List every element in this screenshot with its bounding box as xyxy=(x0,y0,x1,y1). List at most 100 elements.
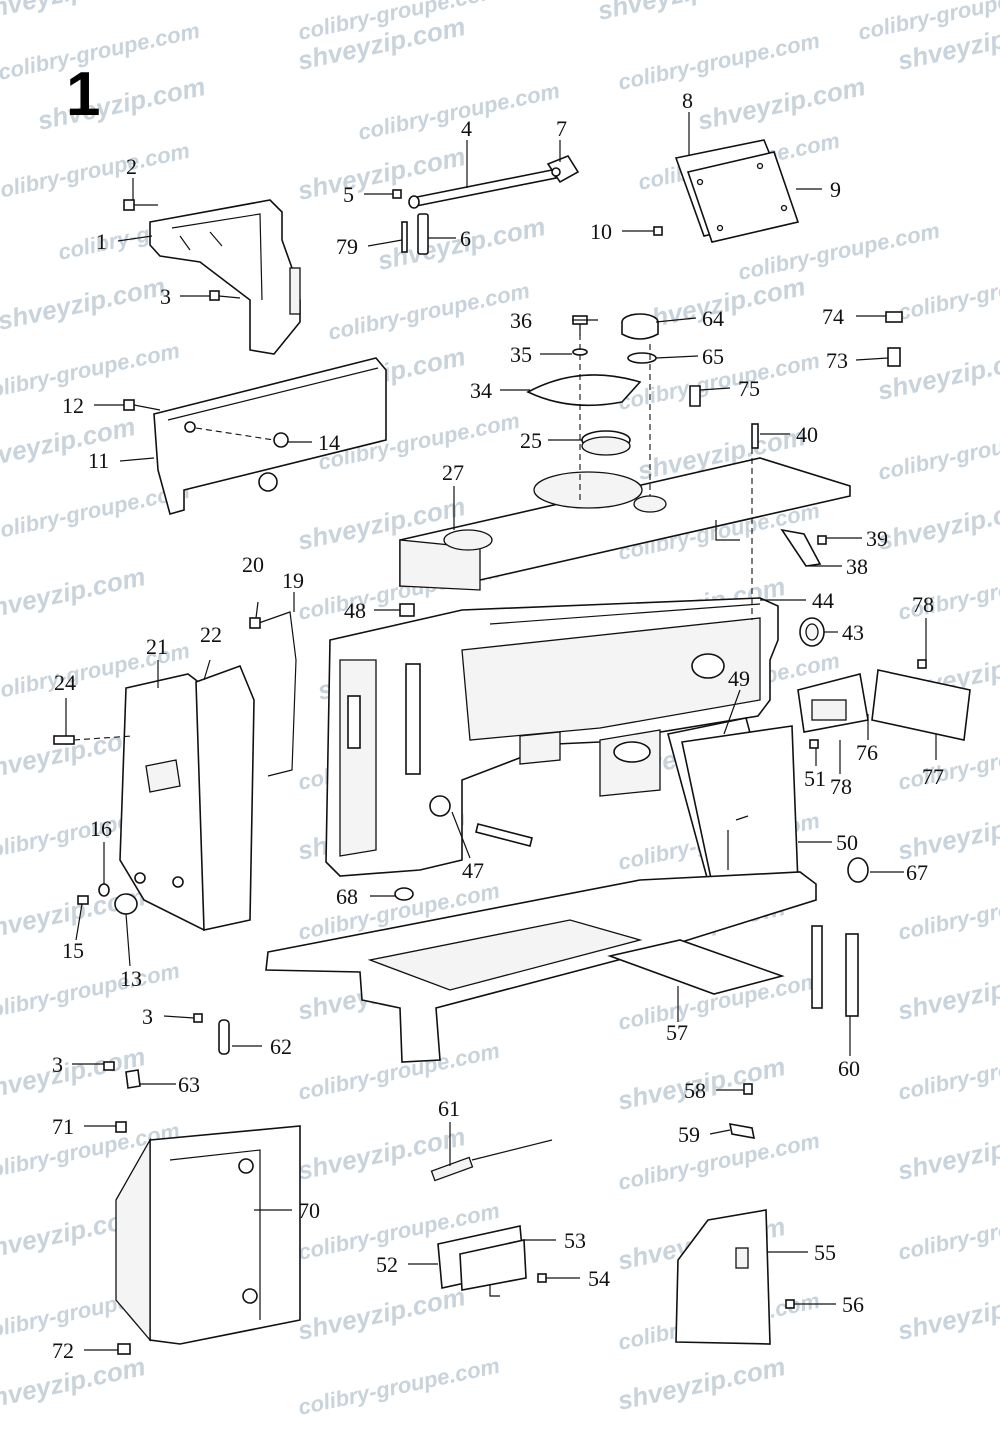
figure-number: 1 xyxy=(66,60,100,129)
callout-1: 1 xyxy=(96,229,107,254)
callout-73: 73 xyxy=(826,348,848,373)
part-68-plug xyxy=(394,887,414,901)
part-56-screw xyxy=(785,1299,795,1309)
part-3-screw xyxy=(209,290,241,301)
callout-49: 49 xyxy=(728,666,750,691)
callout-59: 59 xyxy=(678,1122,700,1147)
callout-54: 54 xyxy=(588,1266,610,1291)
watermark-text: colibry-groupe.com xyxy=(0,18,202,85)
part-73-bushing xyxy=(887,347,901,367)
callout-3: 3 xyxy=(160,284,171,309)
watermark-text: colibry-groupe.com xyxy=(356,78,562,145)
callout-3b: 3 xyxy=(142,1004,153,1029)
callout-27: 27 xyxy=(442,460,464,485)
callout-7: 7 xyxy=(556,116,567,141)
callout-56: 56 xyxy=(842,1292,864,1317)
part-79-pin xyxy=(401,221,408,253)
watermark-text: shveyzip.com xyxy=(0,561,148,626)
callout-74: 74 xyxy=(822,304,844,329)
watermark-text: shveyzip.com xyxy=(895,801,1000,866)
part-58-screw xyxy=(743,1083,753,1095)
watermark-text: colibry-groupe.com xyxy=(296,1038,502,1105)
callout-34: 34 xyxy=(470,378,492,403)
part-43-bushing xyxy=(799,617,825,647)
watermark-text: colibry-groupe.com xyxy=(896,1198,1000,1265)
watermark-text: colibry-groupe.com xyxy=(896,1038,1000,1105)
part-4-shaft xyxy=(408,169,558,209)
part-20-screw xyxy=(249,617,261,629)
callout-75: 75 xyxy=(738,376,760,401)
leader-lines xyxy=(65,112,937,1351)
callout-78b: 78 xyxy=(830,774,852,799)
callout-62: 62 xyxy=(270,1034,292,1059)
callout-11: 11 xyxy=(88,448,109,473)
callout-51: 51 xyxy=(804,766,826,791)
callout-65: 65 xyxy=(702,344,724,369)
watermark-text: colibry-groupe.com xyxy=(896,258,1000,325)
callout-labels: 1 2 3 4 5 6 7 8 9 10 11 12 13 14 15 16 1… xyxy=(52,88,944,1363)
part-14-bushing xyxy=(195,427,289,448)
part-47-shaft xyxy=(475,823,533,847)
part-11-side-cover xyxy=(153,357,387,515)
part-70-bottom-cover xyxy=(115,1125,301,1345)
part-25-bushing xyxy=(581,430,631,456)
part-1-bracket xyxy=(149,199,301,355)
part-12-screw xyxy=(123,399,161,411)
part-57-plate xyxy=(607,939,785,995)
part-39-screw xyxy=(817,535,827,545)
callout-55: 55 xyxy=(814,1240,836,1265)
watermark-text: colibry-groupe.com xyxy=(0,958,182,1025)
part-75-clip xyxy=(689,385,701,407)
part-74-screw xyxy=(885,311,903,323)
part-6-pin xyxy=(417,213,429,255)
callout-64: 64 xyxy=(702,306,724,331)
callout-71: 71 xyxy=(52,1114,74,1139)
part-44-main-body xyxy=(325,597,779,877)
part-59-spring xyxy=(728,1123,756,1139)
watermark-text: colibry-groupe.com xyxy=(616,28,822,95)
part-15-screw xyxy=(77,895,89,905)
part-77-plate xyxy=(871,669,971,741)
watermark-text: shveyzip.com xyxy=(595,0,768,26)
watermark-text: shveyzip.com xyxy=(35,71,208,136)
callout-9: 9 xyxy=(830,177,841,202)
part-71-screw xyxy=(115,1121,127,1133)
callout-25: 25 xyxy=(520,428,542,453)
part-16-washer xyxy=(98,883,110,897)
callout-12: 12 xyxy=(62,393,84,418)
part-13-plug xyxy=(114,893,138,915)
callout-76: 76 xyxy=(856,740,878,765)
part-base xyxy=(265,871,817,1063)
callout-3c: 3 xyxy=(52,1052,63,1077)
callout-61: 61 xyxy=(438,1096,460,1121)
callout-58: 58 xyxy=(684,1078,706,1103)
callout-5: 5 xyxy=(343,182,354,207)
callout-21: 21 xyxy=(146,634,168,659)
part-27-top-cover xyxy=(399,457,851,591)
part-55-cover xyxy=(675,1209,771,1345)
callout-44: 44 xyxy=(812,588,834,613)
callout-40: 40 xyxy=(796,422,818,447)
watermark-text: shveyzip.com xyxy=(895,1121,1000,1186)
callout-14: 14 xyxy=(318,430,340,455)
part-9-cover-plate xyxy=(686,151,800,243)
callout-79: 79 xyxy=(336,234,358,259)
watermark-text: shveyzip.com xyxy=(895,961,1000,1026)
callout-72: 72 xyxy=(52,1338,74,1363)
part-10-screw xyxy=(653,226,663,236)
watermark-text: colibry-groupe.com xyxy=(896,878,1000,945)
callout-43: 43 xyxy=(842,620,864,645)
callout-4: 4 xyxy=(461,116,472,141)
watermark-text: colibry-groupe.com xyxy=(326,278,532,345)
part-78-screw xyxy=(917,659,927,669)
callout-15: 15 xyxy=(62,938,84,963)
callout-68: 68 xyxy=(336,884,358,909)
part-72-screw xyxy=(117,1343,131,1355)
part-40-pin xyxy=(751,423,759,449)
watermark-text: shveyzip.com xyxy=(615,1351,788,1416)
callout-53: 53 xyxy=(564,1228,586,1253)
watermark-text: colibry-groupe.com xyxy=(876,418,1000,485)
part-21-end-cover xyxy=(119,673,223,931)
part-19-rod xyxy=(255,611,297,777)
